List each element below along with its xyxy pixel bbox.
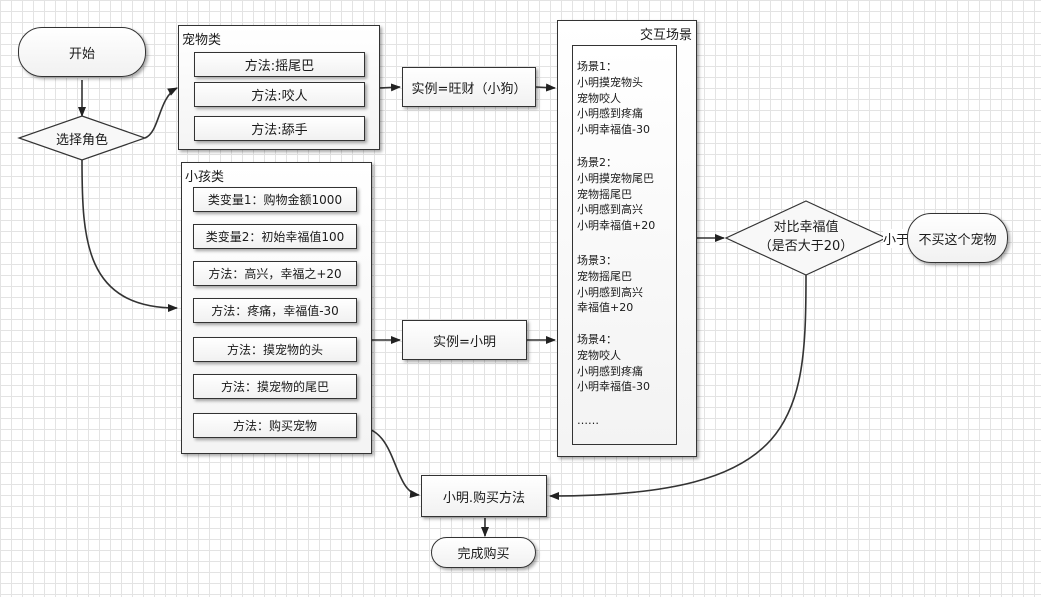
- scene-line: 小明感到高兴: [577, 285, 643, 299]
- scene-line: 宠物摇尾巴: [577, 187, 632, 201]
- scene-title: 场景2：: [577, 156, 617, 169]
- child-item-label: 方法：疼痛，幸福值-30: [211, 304, 339, 318]
- no-buy-label: 不买这个宠物: [918, 232, 997, 248]
- pet-method-bite: 方法:咬人: [194, 82, 365, 107]
- scene-line: 小明摸宠物头: [577, 75, 643, 89]
- no-buy-node: 不买这个宠物: [907, 213, 1008, 263]
- scene-line: 小明幸福值-30: [577, 380, 650, 394]
- buy-method-label: 小明.购买方法: [442, 490, 526, 506]
- child-item-label: 方法：摸宠物的尾巴: [220, 380, 329, 394]
- child-item-label: 类变量1：购物金额1000: [207, 193, 343, 207]
- pet-method-label: 方法:摇尾巴: [244, 59, 315, 74]
- scene-1: 场景1： 小明摸宠物头 宠物咬人 小明感到疼痛 小明幸福值-30: [577, 59, 650, 138]
- compare-line-2: （是否大于20）: [758, 239, 854, 254]
- edge-compare-to-buymethod: [549, 273, 807, 500]
- scene-line: 宠物咬人: [577, 91, 621, 105]
- done-node: 完成购买: [431, 537, 536, 568]
- edge-pet-to-instance: [378, 83, 401, 92]
- child-method-happy: 方法：高兴，幸福之+20: [193, 261, 357, 286]
- interaction-title: 交互场景: [639, 28, 692, 43]
- scene-line: 宠物摇尾巴: [577, 269, 632, 283]
- instance-child-label: 实例=小明: [433, 334, 496, 350]
- child-var-money: 类变量1：购物金额1000: [193, 187, 357, 212]
- scene-title: 场景1：: [577, 60, 617, 73]
- edge-select-to-pet: [144, 87, 178, 139]
- scene-line: 幸福值+20: [577, 301, 634, 315]
- start-label: 开始: [68, 46, 95, 62]
- child-item-label: 类变量2：初始幸福值100: [205, 230, 345, 244]
- child-method-pain: 方法：疼痛，幸福值-30: [193, 298, 357, 323]
- instance-pet-label: 实例=旺财（小狗）: [411, 81, 527, 97]
- scene-line: 小明感到疼痛: [577, 364, 643, 378]
- pet-method-wag-tail: 方法:摇尾巴: [194, 52, 365, 77]
- scene-list-box: 场景1： 小明摸宠物头 宠物咬人 小明感到疼痛 小明幸福值-30 场景2： 小明…: [572, 45, 677, 445]
- scene-line: 宠物咬人: [577, 348, 621, 362]
- buy-method-box: 小明.购买方法: [421, 475, 547, 517]
- edge-instance-pet-to-interaction: [535, 83, 556, 92]
- select-role-label: 选择角色: [55, 133, 108, 148]
- start-node: 开始: [18, 27, 146, 77]
- scene-4: 场景4： 宠物咬人 小明感到疼痛 小明幸福值-30: [577, 332, 650, 395]
- scene-line: 小明幸福值+20: [577, 219, 656, 233]
- pet-class-title: 宠物类: [182, 33, 222, 48]
- child-method-pat-head: 方法：摸宠物的头: [193, 337, 357, 362]
- scene-line: 小明摸宠物尾巴: [577, 171, 654, 185]
- pet-method-lick: 方法:舔手: [194, 116, 365, 141]
- pet-method-label: 方法:咬人: [251, 89, 308, 104]
- done-label: 完成购买: [457, 547, 510, 562]
- scene-line: 小明幸福值-30: [577, 123, 650, 137]
- less-than-label: 小于: [883, 229, 910, 248]
- edge-select-to-child: [81, 159, 178, 312]
- scene-title: 场景3：: [577, 254, 617, 267]
- scene-ellipsis: ……: [577, 414, 599, 427]
- child-var-happiness: 类变量2：初始幸福值100: [193, 224, 357, 249]
- child-class-title: 小孩类: [185, 170, 225, 185]
- instance-pet-box: 实例=旺财（小狗）: [402, 67, 536, 107]
- scene-line: 小明感到高兴: [577, 203, 643, 217]
- scene-line: 小明感到疼痛: [577, 107, 643, 121]
- child-method-buy-pet: 方法：购买宠物: [193, 413, 357, 438]
- pet-method-label: 方法:舔手: [251, 123, 308, 138]
- compare-line-1: 对比幸福值: [773, 220, 839, 235]
- child-method-pat-tail: 方法：摸宠物的尾巴: [193, 374, 357, 399]
- scene-3: 场景3： 宠物摇尾巴 小明感到高兴 幸福值+20: [577, 253, 643, 316]
- compare-label: 对比幸福值 （是否大于20）: [740, 218, 872, 256]
- child-item-label: 方法：摸宠物的头: [226, 343, 323, 357]
- instance-child-box: 实例=小明: [402, 320, 527, 360]
- child-item-label: 方法：高兴，幸福之+20: [208, 267, 342, 281]
- scene-title: 场景4：: [577, 333, 617, 346]
- scene-2: 场景2： 小明摸宠物尾巴 宠物摇尾巴 小明感到高兴 小明幸福值+20: [577, 155, 655, 234]
- child-item-label: 方法：购买宠物: [232, 419, 317, 433]
